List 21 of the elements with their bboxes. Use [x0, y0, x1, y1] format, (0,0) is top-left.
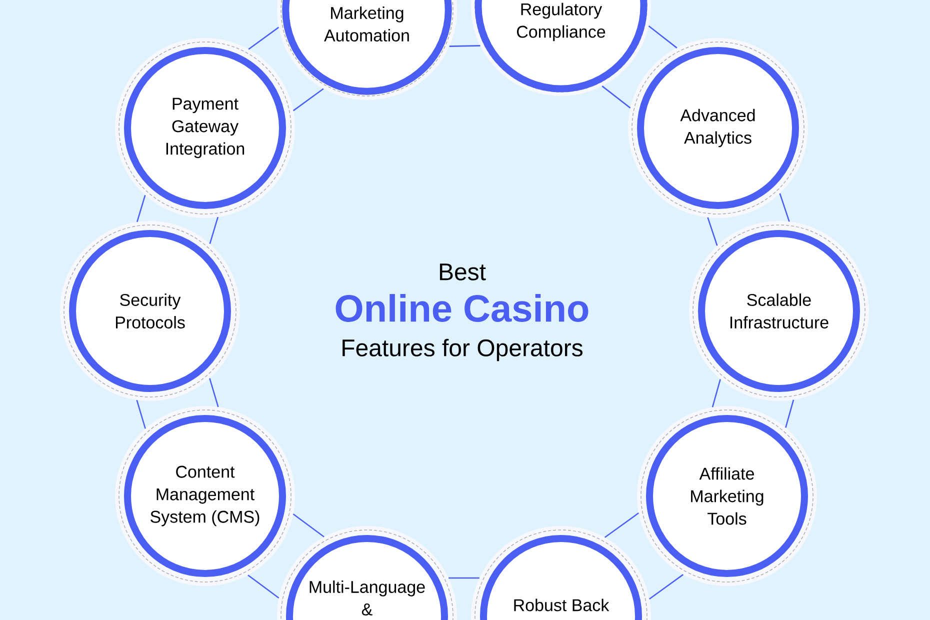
connector-line — [292, 514, 324, 538]
connector-line — [448, 577, 480, 579]
heading-text: Features for Operators — [342, 338, 582, 362]
connector-line — [648, 26, 678, 48]
connector-line — [779, 193, 790, 222]
connector-line — [136, 400, 146, 429]
connector-line — [292, 88, 324, 112]
connector-line — [707, 217, 718, 246]
heading-highlight: Online Casino — [336, 294, 588, 322]
connector-line — [785, 400, 794, 428]
connector-line — [209, 216, 219, 244]
connector-line — [602, 86, 631, 108]
connector-line — [209, 378, 219, 408]
connector-line — [712, 379, 721, 408]
connector-line — [248, 26, 280, 50]
connector-line — [248, 574, 280, 598]
connector-line — [136, 195, 146, 222]
connector-line — [449, 45, 480, 47]
heading-text: Best — [440, 264, 486, 280]
connector-line — [604, 512, 639, 538]
connector-line — [649, 574, 684, 600]
